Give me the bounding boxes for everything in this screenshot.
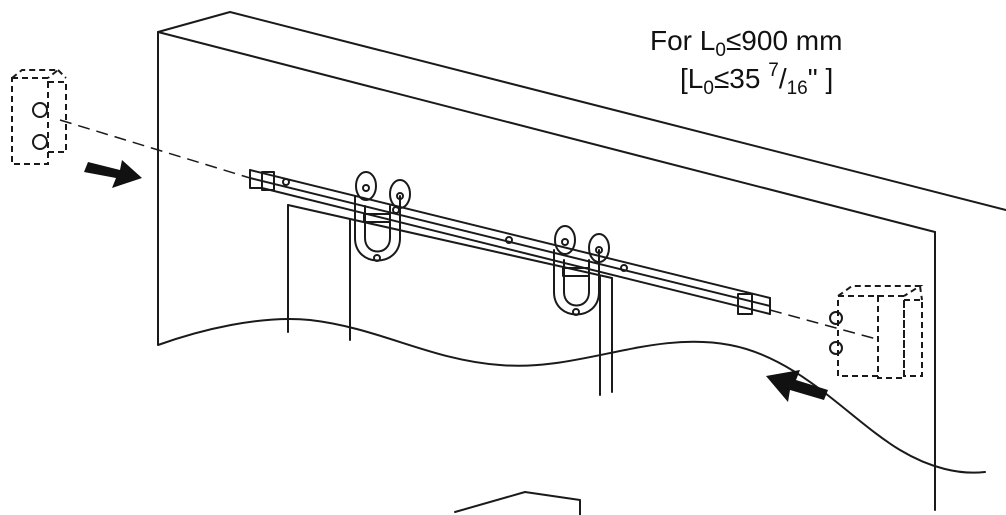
- length-annotation-fraction-numerator: 7: [768, 60, 779, 81]
- length-annotation-imperial-close: " ]: [808, 63, 834, 94]
- rail-screw-4: [620, 264, 628, 272]
- rail-screw-1: [282, 178, 290, 186]
- length-annotation-imperial-open: [L: [680, 63, 703, 94]
- bracket-right: [829, 285, 924, 379]
- hanger-right: [553, 225, 610, 316]
- length-annotation-imperial-subscript: 0: [703, 78, 714, 99]
- rail-left-end: [249, 169, 263, 189]
- length-annotation-metric: For L0≤900 mm: [650, 25, 842, 61]
- rail-bottom-edge: [261, 187, 771, 315]
- length-annotation-imperial: [L0≤35 7/16" ]: [680, 60, 833, 99]
- arrow-right-bracket: [766, 370, 828, 402]
- length-annotation-imperial-value: ≤35: [714, 63, 768, 94]
- floor-guide: [454, 491, 581, 515]
- rail-top-edge: [249, 169, 771, 299]
- wall-top-back-edge: [157, 11, 1006, 211]
- arrow-left-bracket: [84, 160, 142, 188]
- rail-stop-left: [261, 171, 275, 191]
- wall-front-face: [157, 31, 986, 474]
- length-annotation-metric-prefix: For L: [650, 25, 715, 56]
- bracket-left: [11, 69, 67, 165]
- alignment-line-right: [769, 309, 881, 341]
- alignment-line-left: [59, 119, 251, 179]
- rail-stop-right: [737, 293, 753, 315]
- length-annotation-metric-subscript: 0: [715, 40, 726, 61]
- length-annotation-fraction-slash: /: [779, 63, 787, 94]
- wall-top-front-edge: [157, 31, 936, 233]
- hanger-left: [354, 171, 411, 262]
- length-annotation-metric-value: ≤900 mm: [726, 25, 843, 56]
- length-annotation-fraction-denominator: 16: [787, 78, 808, 99]
- door-panel-top: [287, 204, 613, 279]
- rail-screw-3: [505, 236, 513, 244]
